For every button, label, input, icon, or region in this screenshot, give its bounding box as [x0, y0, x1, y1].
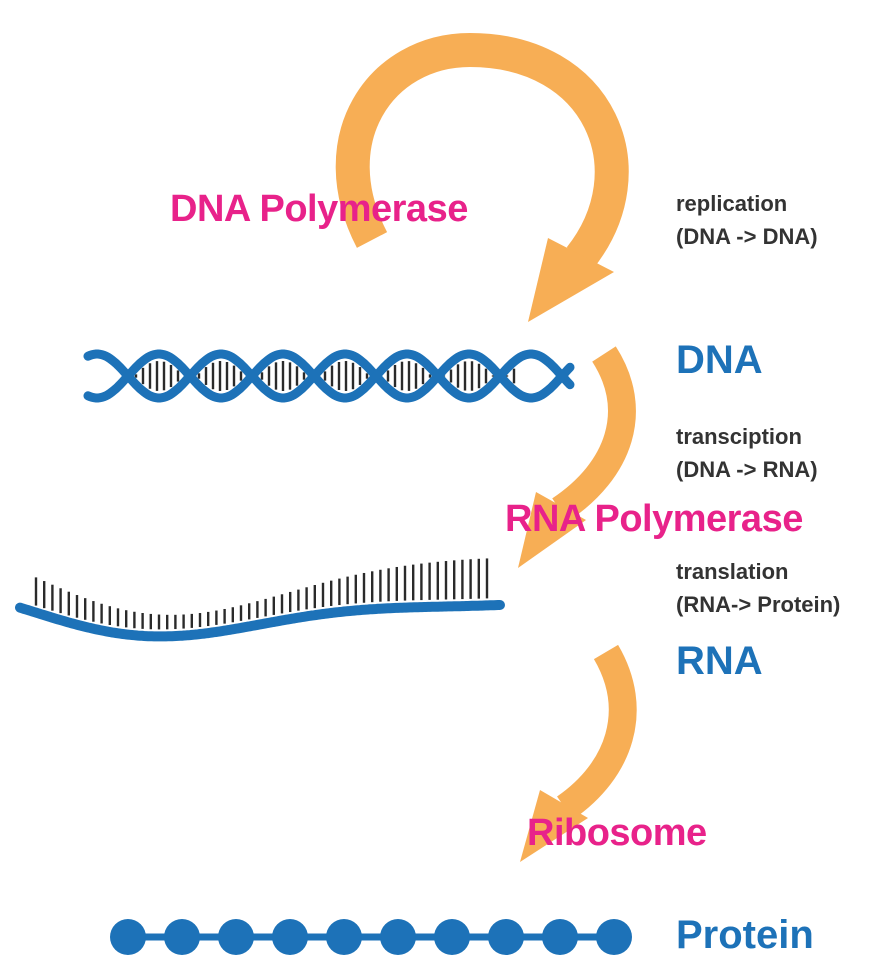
dna-label: DNA — [676, 338, 763, 382]
rna-strand-icon — [15, 558, 505, 642]
transcription-process: transciption (DNA -> RNA) — [676, 420, 818, 486]
dna-strand-b — [83, 349, 575, 403]
amino-acid-bead — [542, 919, 578, 955]
dna-polymerase-label: DNA Polymerase — [170, 188, 468, 230]
transcription-detail: (DNA -> RNA) — [676, 457, 818, 482]
transcription-name: transciption — [676, 424, 802, 449]
replication-process: replication (DNA -> DNA) — [676, 187, 818, 253]
protein-chain-icon — [110, 919, 632, 955]
amino-acid-bead — [218, 919, 254, 955]
dna-strand-a — [83, 349, 575, 403]
amino-acid-bead — [488, 919, 524, 955]
ribosome-label: Ribosome — [527, 812, 707, 854]
replication-name: replication — [676, 191, 788, 216]
amino-acid-bead — [326, 919, 362, 955]
amino-acid-bead — [110, 919, 146, 955]
amino-acid-bead — [272, 919, 308, 955]
amino-acid-bead — [434, 919, 470, 955]
translation-arrow-icon — [520, 644, 637, 862]
amino-acid-bead — [380, 919, 416, 955]
replication-detail: (DNA -> DNA) — [676, 224, 818, 249]
translation-process: translation (RNA-> Protein) — [676, 555, 840, 621]
rna-backbone — [15, 600, 505, 642]
protein-label: Protein — [676, 913, 814, 957]
replication-arrow-icon — [335, 32, 629, 322]
translation-detail: (RNA-> Protein) — [676, 592, 841, 617]
dna-helix-icon — [83, 349, 575, 403]
amino-acid-bead — [596, 919, 632, 955]
rna-label: RNA — [676, 639, 763, 683]
transcription-arrow-icon — [518, 346, 636, 568]
rna-polymerase-label: RNA Polymerase — [505, 498, 803, 540]
translation-name: translation — [676, 559, 789, 584]
amino-acid-bead — [164, 919, 200, 955]
